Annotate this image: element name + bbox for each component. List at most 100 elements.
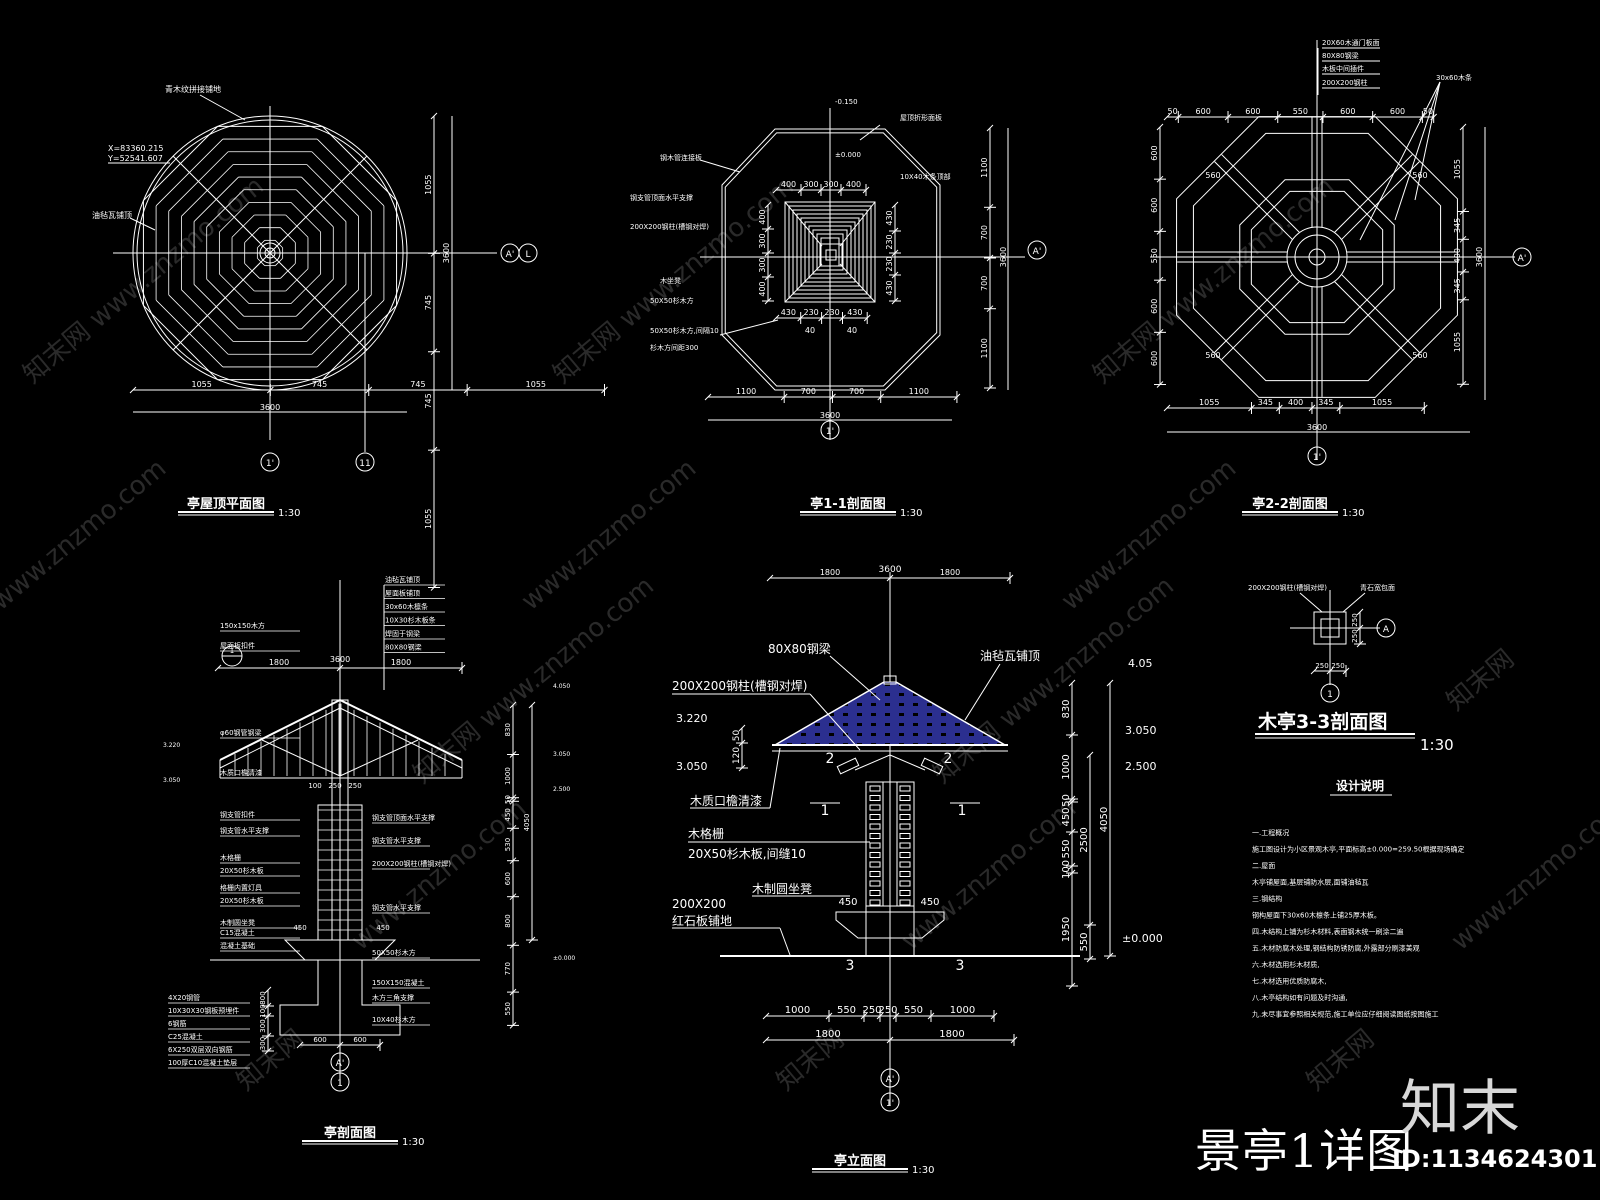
dimension-label: 400 xyxy=(758,281,767,296)
dimension-label: 1100 xyxy=(980,157,989,177)
dimension-label: 50 xyxy=(504,795,512,804)
roof-batten xyxy=(193,284,239,330)
section-note: 木格栅 xyxy=(220,853,241,862)
dimension-label: 230 xyxy=(885,234,894,249)
lattice-slat xyxy=(899,785,911,792)
octagon-outline xyxy=(721,128,941,391)
design-note-item: 木亭铺屋面,基层铺防水层,面铺油毡瓦 xyxy=(1252,878,1368,887)
dimension-label: 1000 xyxy=(950,1005,975,1016)
brace xyxy=(261,739,341,777)
roof-batten xyxy=(280,263,296,279)
bracket-end xyxy=(920,757,944,775)
lattice-slat xyxy=(899,871,911,877)
roof-batten xyxy=(295,189,334,228)
axis-marker xyxy=(1512,247,1532,267)
dim-tick xyxy=(738,724,746,732)
dimension-label: 450 xyxy=(376,924,389,932)
grating xyxy=(800,217,860,287)
roof-note: 油毡瓦铺顶 xyxy=(92,210,132,220)
section-note: 6钢筋 xyxy=(168,1019,186,1028)
dim-tick xyxy=(766,574,774,582)
dimension-label: 600 xyxy=(1196,107,1211,116)
leader-line xyxy=(1342,592,1366,613)
roof-batten xyxy=(295,278,334,317)
section-note: 80X80钢梁 xyxy=(1322,51,1359,60)
level-label: ±0.000 xyxy=(1122,932,1163,945)
dim-tick xyxy=(762,1036,770,1044)
section-note: 30x60木檩条 xyxy=(385,602,428,611)
level-label: 3.050 xyxy=(163,777,180,784)
lattice-slat xyxy=(899,899,911,906)
axis-marker xyxy=(1307,446,1327,466)
section-note: C25混凝土 xyxy=(168,1032,203,1041)
roof-slope xyxy=(219,699,341,761)
lattice-slat xyxy=(869,852,881,858)
octagon-frame xyxy=(1239,179,1395,335)
roof-batten xyxy=(193,176,239,222)
lattice-slat xyxy=(899,861,911,868)
roof-batten xyxy=(244,227,260,243)
dimension-label: 1950 xyxy=(1061,917,1072,942)
dimension-label: 450 xyxy=(838,897,857,908)
dim-tick xyxy=(129,386,137,394)
lattice-slat xyxy=(899,880,911,887)
dimension-label: 250 xyxy=(1351,629,1359,642)
view-title: 木亭3-3剖面图 xyxy=(1257,710,1387,733)
lattice-slat xyxy=(899,823,911,830)
roof-batten xyxy=(206,278,245,317)
dimension-label: 50 xyxy=(1061,794,1072,807)
leader-line xyxy=(779,927,791,956)
roof-batten xyxy=(280,227,296,243)
section-note: 30x60木条 xyxy=(1436,73,1472,82)
design-note-item: 八.木亭结构如有问题及时沟通, xyxy=(1252,993,1347,1002)
octagon-frame xyxy=(1176,116,1458,398)
axis-label: 1' xyxy=(826,427,834,437)
lattice-slat xyxy=(869,795,881,801)
grating xyxy=(808,225,852,279)
dimension-label: 1800 xyxy=(391,658,411,667)
axis-label: 1' xyxy=(1313,453,1321,463)
dimension-label: 100 xyxy=(1061,860,1072,879)
elevation-note: 木制圆坐凳 xyxy=(752,881,812,896)
lattice-slat xyxy=(899,833,911,839)
dim-tick xyxy=(214,664,222,672)
section-note: 200X200钢柱(槽钢对焊) xyxy=(630,222,709,231)
column-box xyxy=(819,243,843,267)
axis-label: 11 xyxy=(359,459,370,469)
leader-line xyxy=(859,124,881,141)
roof-note: 青木纹拼接铺地 xyxy=(165,84,221,94)
axis-marker xyxy=(355,452,375,472)
axis-marker xyxy=(1376,618,1396,638)
dim-tick xyxy=(1310,667,1318,675)
dimension-label: 3600 xyxy=(820,411,840,420)
dimension-label: 1055 xyxy=(424,174,433,194)
dimension-label: 830 xyxy=(504,723,512,736)
section-note: 焊固于钢梁 xyxy=(385,629,420,638)
section-note: 木制圆坐凳 xyxy=(220,918,255,927)
axis-marker xyxy=(820,420,840,440)
axis-marker xyxy=(518,243,538,263)
dim-tick xyxy=(986,124,994,132)
design-note-item: 四.木结构上铺为杉木材料,表面钢木统一刷涂二遍 xyxy=(1252,927,1403,936)
section-note: 混凝土基础 xyxy=(220,941,255,950)
radial-beam xyxy=(1221,281,1300,360)
lattice-slat xyxy=(899,842,911,849)
radial-beam xyxy=(1214,274,1293,353)
roof-batten xyxy=(181,164,234,217)
dim-tick xyxy=(891,201,899,209)
dim-tick xyxy=(528,701,536,709)
dimension-label: 345 xyxy=(1318,398,1333,407)
lattice-slat xyxy=(899,852,911,858)
dimension-label: 400 xyxy=(781,180,796,189)
dim-tick xyxy=(1459,123,1467,131)
dimension-label: 600 xyxy=(313,1036,326,1044)
roof-batten xyxy=(306,164,359,217)
level-label: 2.500 xyxy=(553,786,570,793)
view-scale: 1:30 xyxy=(912,1165,934,1176)
axis-label: A' xyxy=(506,250,515,260)
dimension-label: 4050 xyxy=(1099,807,1110,832)
lattice-slat xyxy=(869,890,881,896)
roof-batten xyxy=(231,214,255,238)
dimension-label: 300 xyxy=(758,233,767,248)
axis-marker xyxy=(1320,683,1340,703)
